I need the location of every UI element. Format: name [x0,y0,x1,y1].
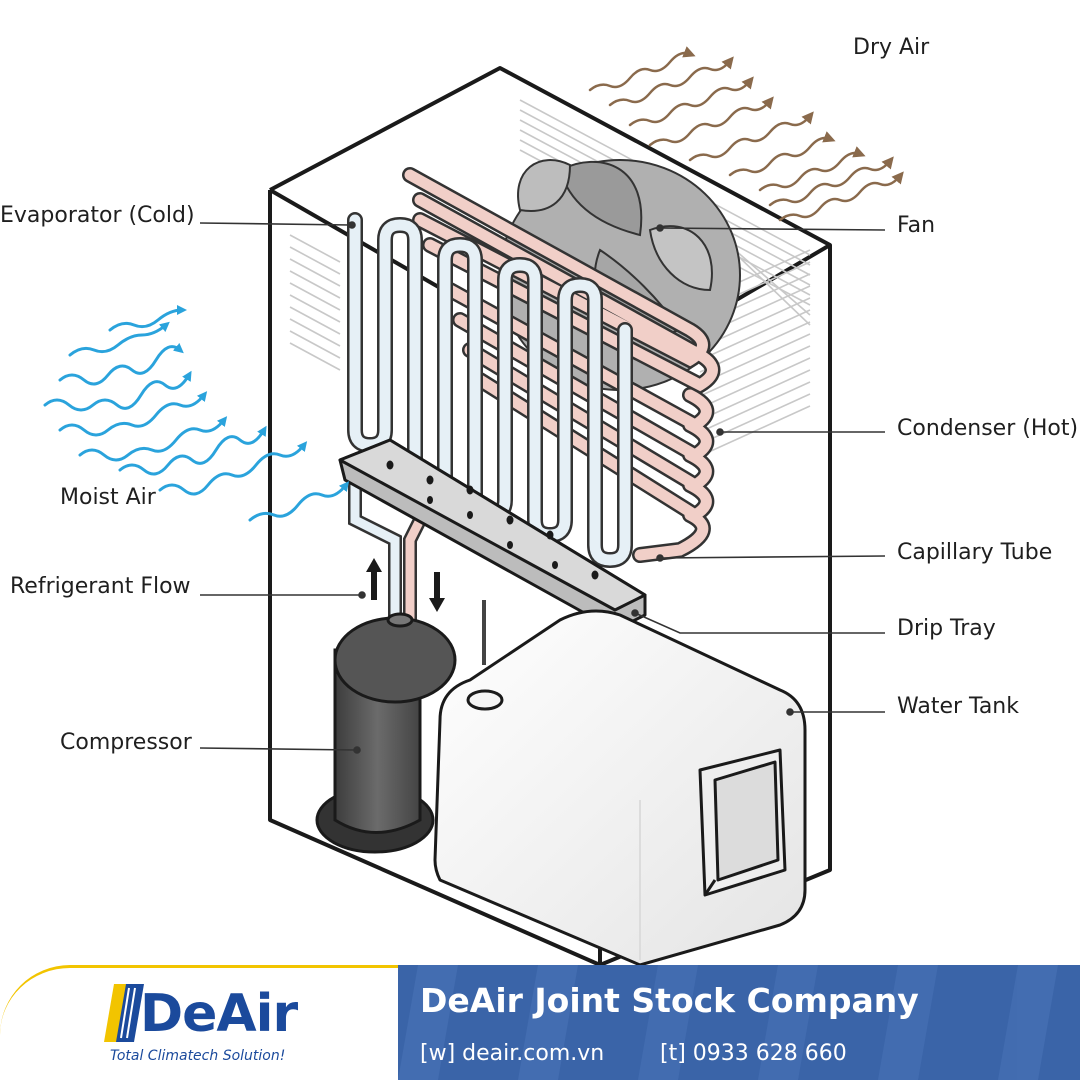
footer: DeAir Total Climatech Solution! DeAir Jo… [0,965,1080,1080]
moist-air-arrows [43,305,350,522]
company-name: DeAir Joint Stock Company [420,981,919,1020]
label-condenser: Condenser (Hot) [897,416,1079,441]
company-website[interactable]: [w] deair.com.vn [420,1041,605,1066]
label-drip-tray: Drip Tray [897,616,996,641]
label-water-tank: Water Tank [897,694,1019,719]
label-evaporator: Evaporator (Cold) [0,203,195,228]
brand-logo-text: DeAir [140,984,298,1044]
deair-logo-icon [104,984,144,1042]
vent-grille-left [289,234,341,371]
footer-company-panel: DeAir Joint Stock Company [w] deair.com.… [398,965,1080,1080]
dry-air-arrows [588,46,904,222]
label-capillary-tube: Capillary Tube [897,540,1053,565]
company-phone[interactable]: [t] 0933 628 660 [660,1041,847,1066]
dehumidifier-diagram [43,46,904,965]
footer-pattern [398,965,1058,1080]
refrigerant-pipes [348,453,427,627]
footer-brand-panel: DeAir Total Climatech Solution! [0,965,398,1080]
refrigerant-flow-arrows [366,558,445,612]
condenser-coil [402,167,721,563]
label-compressor: Compressor [60,730,192,755]
label-dry-air: Dry Air [853,35,930,60]
leader-lines [199,221,886,754]
water-tank [433,609,807,965]
compressor [315,612,457,854]
brand-tagline: Total Climatech Solution! [110,1048,286,1064]
drip-tray [338,438,647,632]
label-moist-air: Moist Air [60,485,156,510]
label-refrigerant-flow: Refrigerant Flow [10,574,191,599]
label-fan: Fan [897,213,936,238]
